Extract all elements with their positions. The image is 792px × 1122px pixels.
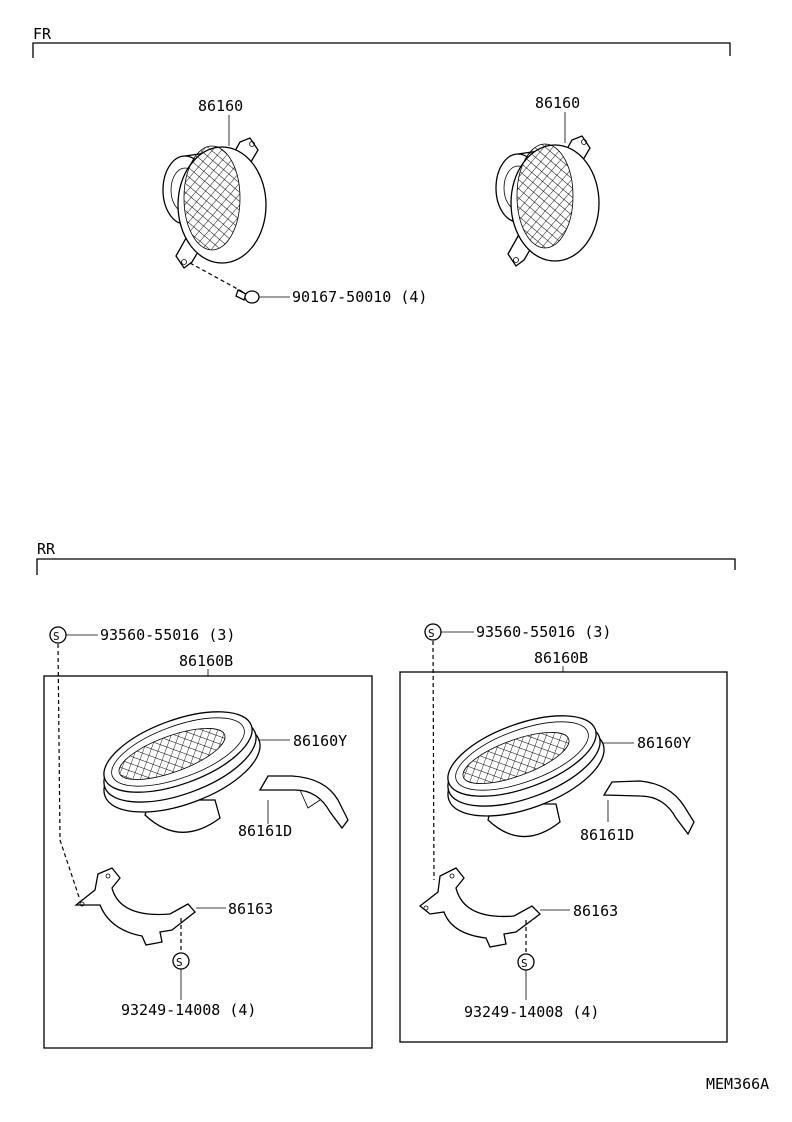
rear-right-assembly-part: 86160B <box>534 649 588 667</box>
front-screw-part: 90167-50010 (4) <box>292 288 427 306</box>
rear-right-assembly: S 93560-55016 (3) 86160B 86160Y 86161D <box>399 623 728 1043</box>
rear-right-lower-bracket-part: 86163 <box>573 902 618 920</box>
clip-symbol: S <box>428 627 435 640</box>
screw-symbol: S <box>176 956 183 969</box>
bracket-icon <box>418 867 541 948</box>
speaker-icon <box>162 137 267 269</box>
rear-left-lower-bracket-part: 86163 <box>228 900 273 918</box>
rear-left-assembly: S 93560-55016 (3) 86160B 86160Y 86161D <box>43 626 373 1049</box>
figure-code: MEM366A <box>706 1075 769 1093</box>
bracket-icon <box>74 867 196 946</box>
rear-left-assembly-part: 86160B <box>179 652 233 670</box>
front-left-speaker-part: 86160 <box>198 97 243 115</box>
clip-dash-line <box>432 640 435 881</box>
rear-left-screw-part: 93249-14008 (4) <box>121 1001 256 1019</box>
rear-left-bracket-part: 86161D <box>238 822 292 840</box>
speaker-icon <box>495 135 600 267</box>
section-front-bracket-line <box>32 42 731 58</box>
screw-icon <box>235 289 260 304</box>
rear-left-clip-part: 93560-55016 (3) <box>100 626 235 644</box>
section-front-label: FR <box>33 25 52 43</box>
front-right-speaker: 86160 <box>495 94 600 267</box>
clip-icon: S <box>424 623 442 641</box>
rear-right-assembly-box <box>399 671 728 1043</box>
bracket-icon <box>602 780 695 836</box>
rear-left-gasket-part: 86160Y <box>293 732 347 750</box>
rear-right-clip-part: 93560-55016 (3) <box>476 623 611 641</box>
clip-icon: S <box>49 626 67 644</box>
rear-right-bracket-part: 86161D <box>580 826 634 844</box>
screw-icon: S <box>517 953 535 971</box>
screw-icon: S <box>172 952 190 970</box>
clip-dash-line <box>57 643 81 901</box>
section-rear-bracket-line <box>36 558 736 575</box>
screw-dash-line <box>189 262 244 293</box>
speaker-icon <box>103 711 261 833</box>
speaker-icon <box>447 715 605 838</box>
rear-left-assembly-box <box>43 675 373 1049</box>
rear-right-gasket-part: 86160Y <box>637 734 691 752</box>
clip-symbol: S <box>53 630 60 643</box>
front-left-speaker: 86160 90167-50010 (4) <box>162 97 427 306</box>
front-right-speaker-part: 86160 <box>535 94 580 112</box>
section-rear: RR <box>36 540 736 575</box>
rear-right-screw-part: 93249-14008 (4) <box>464 1003 599 1021</box>
screw-symbol: S <box>521 957 528 970</box>
section-front: FR <box>32 25 731 58</box>
section-rear-label: RR <box>37 540 56 558</box>
bracket-icon <box>258 775 349 830</box>
